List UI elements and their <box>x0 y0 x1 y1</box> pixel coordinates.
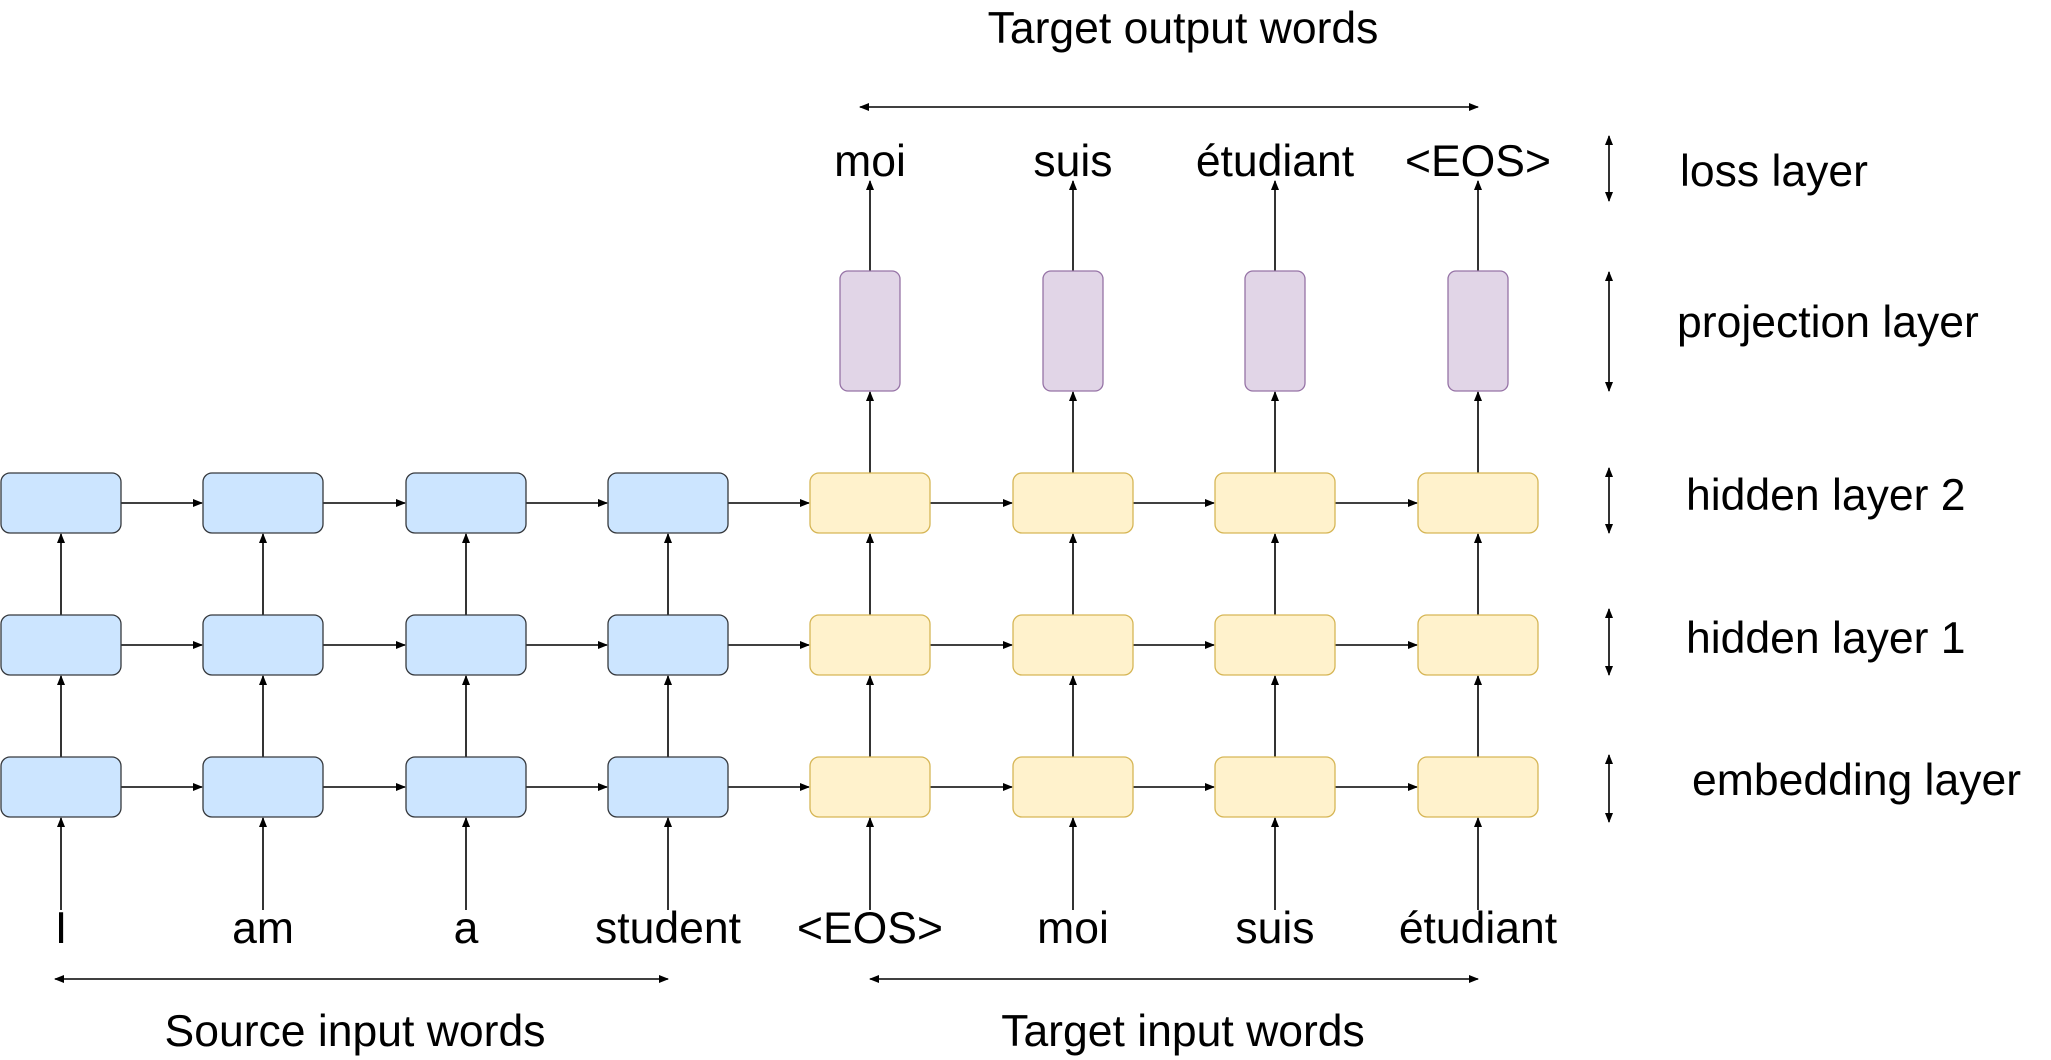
target-output-word: étudiant <box>1196 137 1355 186</box>
projection-cell <box>1042 270 1104 392</box>
target-input-word: <EOS> <box>797 904 943 953</box>
hidden-layer-1-label: hidden layer 1 <box>1686 614 1966 663</box>
source-input-words: I am a student <box>55 904 742 953</box>
projection-cells <box>839 270 1509 392</box>
target-output-label: Target output words <box>988 4 1379 53</box>
target-output-word: suis <box>1033 137 1112 186</box>
target-output-words: moi suis étudiant <EOS> <box>834 137 1551 186</box>
decoder-cell <box>809 472 931 534</box>
projection-cell <box>1244 270 1306 392</box>
hidden-layer-2-label: hidden layer 2 <box>1686 471 1966 520</box>
encoder-cell <box>202 756 324 818</box>
source-word: student <box>595 904 742 953</box>
decoder-cell <box>1012 614 1134 676</box>
decoder-cell <box>1012 472 1134 534</box>
target-input-word: moi <box>1037 904 1109 953</box>
encoder-cell <box>0 756 122 818</box>
decoder-cell <box>1214 472 1336 534</box>
encoder-cell <box>405 472 527 534</box>
decoder-cell <box>1417 614 1539 676</box>
loss-layer-label: loss layer <box>1680 147 1868 196</box>
source-word: a <box>454 904 479 953</box>
encoder-cell <box>405 614 527 676</box>
encoder-cell <box>202 614 324 676</box>
embedding-layer-label: embedding layer <box>1692 756 2021 805</box>
decoder-cell <box>1012 756 1134 818</box>
decoder-cell <box>1417 756 1539 818</box>
encoder-cell <box>0 472 122 534</box>
source-input-label: Source input words <box>165 1007 546 1056</box>
projection-cell <box>1447 270 1509 392</box>
encoder-cells <box>0 472 729 818</box>
projection-cell <box>839 270 901 392</box>
decoder-cell <box>1214 756 1336 818</box>
decoder-cell <box>809 614 931 676</box>
source-word: I <box>55 904 67 953</box>
target-input-words: <EOS> moi suis étudiant <box>797 904 1558 953</box>
target-output-word: moi <box>834 137 906 186</box>
encoder-cell <box>0 614 122 676</box>
encoder-cell <box>607 756 729 818</box>
projection-layer-label: projection layer <box>1677 298 1979 347</box>
target-input-word: étudiant <box>1399 904 1558 953</box>
source-word: am <box>232 904 294 953</box>
decoder-cells <box>809 472 1539 818</box>
target-input-word: suis <box>1235 904 1314 953</box>
encoder-cell <box>202 472 324 534</box>
encoder-cell <box>607 614 729 676</box>
decoder-cell <box>1417 472 1539 534</box>
target-output-word: <EOS> <box>1405 137 1551 186</box>
encoder-cell <box>607 472 729 534</box>
encoder-cell <box>405 756 527 818</box>
decoder-cell <box>1214 614 1336 676</box>
decoder-cell <box>809 756 931 818</box>
connection-arrows <box>54 103 1613 983</box>
target-input-label: Target input words <box>1001 1007 1365 1056</box>
